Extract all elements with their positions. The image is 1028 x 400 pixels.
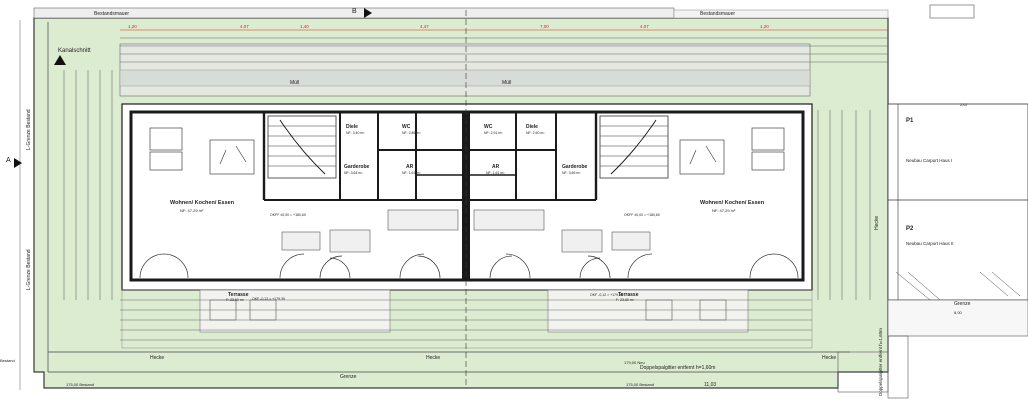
- dim-chains-top: [120, 29, 888, 63]
- neighbor-building-top-right: [929, 4, 975, 19]
- label-wc-right: WC: [484, 124, 493, 130]
- kitchen-right: [473, 209, 651, 253]
- label-hecke-left: Hecke: [150, 355, 164, 361]
- staircase-left: [267, 115, 337, 179]
- label-diele-left-area: NF: 3,40 m²: [346, 131, 365, 135]
- section-marker-a: [14, 158, 22, 168]
- label-diele-right: Diele: [526, 124, 538, 130]
- label-grenze-bottom: Grenze: [340, 374, 357, 380]
- label-mull-left: Müll: [290, 80, 299, 86]
- label-garderobe-left-area: NF: 3,64 m²: [344, 171, 363, 175]
- label-dippe-mid: Doppelspalgitter entfernt h=1,60m: [640, 365, 715, 371]
- label-mull-right: Müll: [502, 80, 511, 86]
- red-dim-label: 1,20: [760, 24, 769, 29]
- carport-area: [887, 103, 1028, 301]
- label-carport1: Neubau Carport Haus I: [906, 158, 952, 163]
- label-diele-right-area: NF: 2,60 m²: [526, 131, 545, 135]
- section-marker-b: [364, 8, 372, 18]
- red-dim-label: 4,07: [640, 24, 649, 29]
- label-garderobe-right-area: NF: 3,66 m²: [562, 171, 581, 175]
- kanalschnitt-marker: [54, 55, 66, 65]
- label-wc-left: WC: [402, 124, 411, 130]
- label-carport2-title: P2: [906, 226, 914, 232]
- party-wall: [462, 112, 470, 280]
- terrace-right-area: [547, 289, 749, 333]
- vertical-dims-left: [63, 70, 113, 300]
- label-terrasse-left-area: F: 23,60 m²: [226, 298, 245, 302]
- label-grenze-right: Grenze: [954, 301, 971, 307]
- label-kanalschnitt: Kanalschnitt: [58, 48, 91, 54]
- label-bottom-mid-b: 179,00 Neu: [624, 360, 645, 365]
- label-ar-right: AR: [492, 164, 500, 170]
- label-wc-left-area: NF: 2,86 m²: [402, 131, 421, 135]
- label-diele-left: Diele: [346, 124, 358, 130]
- label-wc-right-area: NF: 2,91 m²: [484, 131, 503, 135]
- label-carport1-title: P1: [906, 118, 914, 124]
- label-top-neighbor-right: Bestandsmauer: [700, 11, 735, 17]
- label-okff-right: OKFF ±0,00 = +180,60: [624, 213, 660, 217]
- vertical-dims-right: [817, 110, 871, 300]
- label-okff-left: OKFF ±0,00 = +180,60: [270, 213, 306, 217]
- label-dim-right-b: 8,00: [954, 310, 963, 315]
- red-dim-label: 4,47: [420, 24, 429, 29]
- label-garderobe-left: Garderobe: [344, 164, 370, 170]
- kitchen-left: [281, 209, 459, 253]
- right-hatch: [895, 271, 1021, 301]
- label-dim-total-bottom: 11,03: [704, 382, 716, 388]
- label-hecke-vertical: Hecke: [874, 216, 880, 230]
- label-okf-terrace-left: OKF -0,12 = +179,39: [252, 297, 285, 301]
- label-dim-right-a: 2,67: [960, 102, 969, 107]
- sofa-left: [149, 127, 255, 175]
- label-section-a: A: [6, 157, 11, 164]
- right-strip: [887, 299, 1028, 337]
- label-hecke-mid: Hecke: [426, 355, 440, 361]
- sofa-right: [679, 127, 785, 175]
- label-garderobe-right: Garderobe: [562, 164, 588, 170]
- label-wohnen-right: Wohnen/ Kochen/ Essen: [700, 200, 765, 206]
- label-wohnen-left-area: NF: 47,29 m²: [180, 208, 204, 213]
- terrace-doors: [139, 253, 799, 279]
- label-ar-left-area: NF: 1,61 m²: [402, 171, 421, 175]
- label-top-neighbor-left: Bestandsmauer: [94, 11, 129, 17]
- label-side-left-top: L-Grenze Bestand: [26, 109, 32, 150]
- red-dim-label: 4,07: [240, 24, 249, 29]
- label-bottom-mid-a: 175,00 Bestand: [626, 382, 654, 387]
- neighbor-strip-top-right: [673, 9, 889, 19]
- red-dim-label: 7,00: [540, 24, 549, 29]
- label-side-left-bottom: L-Grenze Bestand: [26, 249, 32, 290]
- red-dim-label: 1,40: [300, 24, 309, 29]
- label-right-vertical: Doppelspalgitter entfernt h=1,60m: [878, 328, 883, 396]
- label-section-b: B: [352, 8, 357, 15]
- label-terrasse-left: Terrasse: [228, 292, 249, 298]
- label-wohnen-right-area: NF: 47,29 m²: [712, 208, 736, 213]
- label-okf-terrace-right: OKF -0,12 = +179,39: [590, 293, 623, 297]
- paved-area-upper-band: [119, 69, 811, 87]
- label-ar-left: AR: [406, 164, 414, 170]
- label-carport2: Neubau Carport Haus II: [906, 241, 954, 246]
- label-hecke-right: Hecke: [822, 355, 836, 361]
- label-terrasse-right-area: F: 23,60 m²: [616, 298, 635, 302]
- red-dimension-labels: 1,20 4,07 1,40 4,47 7,00 4,07 1,20: [128, 24, 769, 29]
- lower-paving: [121, 289, 813, 349]
- label-left-sm: Bestand: [0, 358, 15, 363]
- label-terrasse-right: Terrasse: [618, 292, 639, 298]
- terrace-left-area: [199, 289, 391, 333]
- staircase-right: [599, 115, 669, 179]
- label-left-sm2: 175,00 Bestand: [66, 382, 94, 387]
- label-ar-right-area: NF: 1,61 m²: [486, 171, 505, 175]
- red-dim-label: 1,20: [128, 24, 137, 29]
- label-wohnen-left: Wohnen/ Kochen/ Essen: [170, 200, 235, 206]
